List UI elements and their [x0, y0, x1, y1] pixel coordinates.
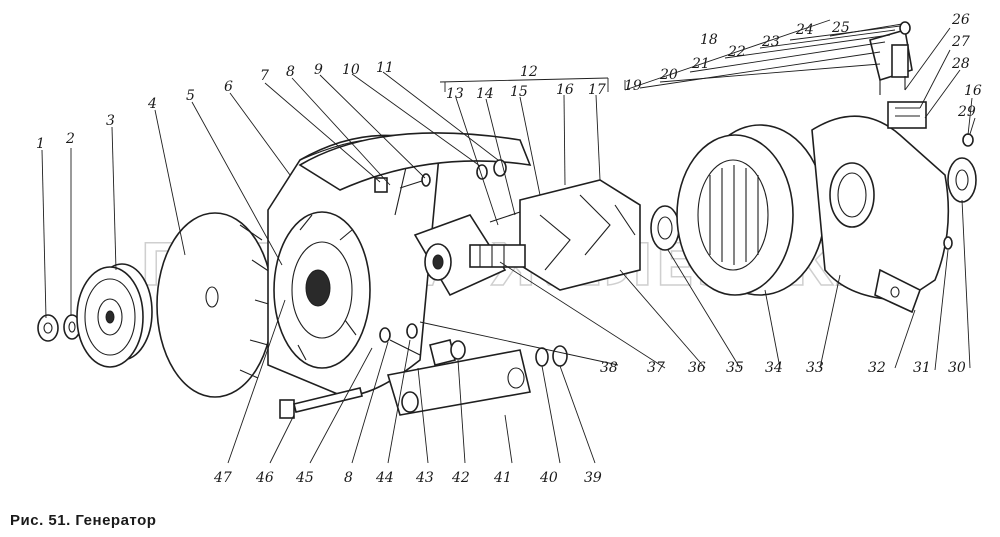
label-24: 24	[795, 22, 814, 38]
label-39: 39	[584, 470, 602, 486]
label-34: 34	[765, 360, 783, 376]
part-top-right-assembly	[869, 21, 913, 95]
label-23: 23	[761, 34, 780, 50]
part-bottom-bracket	[386, 339, 531, 416]
label-30: 30	[948, 360, 966, 376]
label-31: 31	[913, 360, 931, 376]
label-16: 16	[556, 82, 574, 98]
part-fan	[156, 212, 274, 398]
part-front-cover	[267, 134, 441, 397]
part-rear-cover	[811, 115, 950, 314]
label-27: 27	[951, 34, 970, 50]
part-nut	[37, 314, 59, 342]
label-41: 41	[493, 470, 512, 486]
label-6: 6	[224, 79, 233, 95]
label-10: 10	[342, 62, 360, 78]
label-1: 1	[36, 136, 45, 152]
label-46: 46	[255, 470, 274, 486]
label-22: 22	[727, 44, 746, 60]
label-11: 11	[376, 60, 394, 76]
part-terminal-block	[887, 101, 974, 250]
callout-labels: 1 2 3 4 5 6 7 8 9 10 11 12 13 14 15 16 1…	[36, 12, 982, 486]
part-bottom-nut-washer	[535, 345, 568, 367]
label-4: 4	[147, 96, 157, 112]
label-16-right: 16	[964, 83, 982, 99]
part-long-bolt	[279, 387, 363, 419]
label-9: 9	[314, 62, 323, 78]
label-29: 29	[957, 104, 976, 120]
label-17: 17	[588, 82, 606, 98]
part-small-bolts	[379, 323, 421, 356]
label-12: 12	[520, 64, 538, 80]
part-brush-holder	[413, 211, 521, 297]
label-21: 21	[691, 56, 710, 72]
label-20: 20	[659, 67, 678, 83]
label-5: 5	[186, 88, 195, 104]
label-8-top: 8	[286, 64, 295, 80]
label-7: 7	[260, 68, 269, 84]
figure-caption: Рис. 51. Генератор	[10, 512, 157, 529]
part-pulley	[76, 263, 153, 368]
label-14: 14	[476, 86, 494, 102]
part-rear-cap	[947, 157, 977, 203]
label-18: 18	[700, 32, 718, 48]
part-stator	[676, 124, 826, 296]
label-28: 28	[951, 56, 970, 72]
part-rear-bearing	[650, 205, 680, 251]
label-37: 37	[647, 360, 665, 376]
label-33: 33	[806, 360, 824, 376]
label-8-bottom: 8	[344, 470, 353, 486]
label-47: 47	[213, 470, 232, 486]
label-35: 35	[726, 360, 744, 376]
label-15: 15	[510, 84, 528, 100]
label-44: 44	[375, 470, 394, 486]
label-3: 3	[106, 113, 115, 129]
label-43: 43	[415, 470, 434, 486]
label-36: 36	[688, 360, 706, 376]
label-2: 2	[65, 131, 75, 147]
label-19: 19	[624, 78, 642, 94]
label-42: 42	[451, 470, 470, 486]
label-45: 45	[295, 470, 314, 486]
label-25: 25	[831, 20, 850, 36]
label-13: 13	[446, 86, 464, 102]
label-40: 40	[539, 470, 558, 486]
label-26: 26	[951, 12, 970, 28]
label-38: 38	[600, 360, 618, 376]
label-32: 32	[868, 360, 886, 376]
leader-lines	[41, 19, 976, 464]
